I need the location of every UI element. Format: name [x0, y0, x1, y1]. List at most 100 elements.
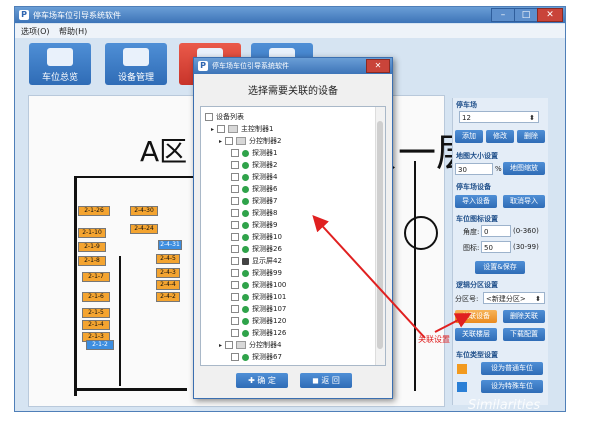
menu-options[interactable]: 选项(O) [21, 27, 50, 36]
parking-lot[interactable]: 2-4-2 [156, 292, 180, 302]
parking-lot[interactable]: 2-1-2 [86, 340, 114, 350]
tree-checkbox[interactable] [231, 293, 239, 301]
tree-checkbox[interactable] [231, 209, 239, 217]
tree-row[interactable]: 探测器10 [231, 232, 282, 242]
save-settings-button[interactable]: 设置&保存 [475, 261, 525, 274]
set-normal-spot-button[interactable]: 设为普通车位 [481, 362, 543, 375]
tree-checkbox[interactable] [231, 233, 239, 241]
tree-row[interactable]: 探测器9 [231, 220, 277, 230]
tree-row[interactable]: ▸主控制器1 [211, 124, 273, 134]
tree-checkbox[interactable] [225, 341, 233, 349]
tree-row[interactable]: 探测器120 [231, 316, 286, 326]
modify-button[interactable]: 修改 [486, 130, 514, 143]
tree-row[interactable]: 探测器1 [231, 148, 277, 158]
tree-row[interactable]: 探测器101 [231, 292, 286, 302]
tree-checkbox[interactable] [231, 305, 239, 313]
expand-arrow-icon[interactable]: ▸ [211, 126, 215, 133]
tree-checkbox[interactable] [231, 317, 239, 325]
expand-arrow-icon[interactable]: ▸ [219, 138, 223, 145]
tree-row[interactable]: ▸分控制器2 [219, 136, 281, 146]
tree-checkbox[interactable] [231, 149, 239, 157]
tree-row[interactable]: 探测器26 [231, 244, 282, 254]
device-tree[interactable]: 设备列表 ▸主控制器1 ▸分控制器2 探测器1 探测器2 探测器4 探测器6 探测器7 探测器8… [200, 106, 386, 366]
detector-icon [242, 269, 249, 277]
tree-row[interactable]: 探测器8 [231, 208, 277, 218]
tree-row[interactable]: 探测器99 [231, 268, 282, 278]
import-device-button[interactable]: 导入设备 [455, 195, 497, 208]
tree-checkbox[interactable] [231, 185, 239, 193]
tree-checkbox[interactable] [231, 161, 239, 169]
tree-checkbox[interactable] [231, 245, 239, 253]
tree-checkbox[interactable] [231, 257, 239, 265]
parking-lot-select[interactable]: 12 ⬍ [459, 111, 539, 123]
tree-row[interactable]: 探测器67 [231, 352, 282, 362]
parking-lot[interactable]: 2-1-5 [82, 308, 110, 318]
parking-lot[interactable]: 2-1-6 [82, 292, 110, 302]
parking-lot-value: 12 [462, 114, 471, 122]
tree-checkbox[interactable] [205, 113, 213, 121]
zone-select[interactable]: <新建分区> ⬍ [483, 292, 545, 304]
detector-icon [242, 245, 249, 253]
back-button[interactable]: ◼ 返 回 [300, 373, 352, 388]
tree-row[interactable]: 探测器4 [231, 172, 277, 182]
close-button[interactable]: ✕ [537, 8, 563, 22]
tree-row[interactable]: 显示屏42 [231, 256, 282, 266]
tree-checkbox[interactable] [231, 329, 239, 337]
delete-button[interactable]: 删除 [517, 130, 545, 143]
remove-link-button[interactable]: 删除关联 [503, 310, 545, 323]
menu-bar: 选项(O) 帮助(H) [15, 24, 565, 38]
parking-lot[interactable]: 2-1-4 [82, 320, 110, 330]
parking-lot[interactable]: 2-4-31 [158, 240, 182, 250]
map-zoom-button[interactable]: 地图缩放 [503, 162, 545, 175]
parking-lot[interactable]: 2-1-9 [78, 242, 106, 252]
parking-lot[interactable]: 2-1-10 [78, 228, 106, 238]
download-config-button[interactable]: 下载配置 [503, 328, 545, 341]
tree-checkbox[interactable] [217, 125, 225, 133]
tree-row[interactable]: 探测器7 [231, 196, 277, 206]
tree-checkbox[interactable] [231, 173, 239, 181]
parking-lot[interactable]: 2-1-7 [82, 272, 110, 282]
menu-help[interactable]: 帮助(H) [59, 27, 88, 36]
tree-row[interactable]: 探测器107 [231, 304, 286, 314]
set-special-spot-button[interactable]: 设为特殊车位 [481, 380, 543, 393]
icon-size-input[interactable]: 50 [481, 241, 511, 253]
cancel-import-button[interactable]: 取消导入 [503, 195, 545, 208]
map-title-left: A区 [140, 135, 188, 168]
tree-scrollbar[interactable] [375, 107, 385, 365]
tree-checkbox[interactable] [231, 221, 239, 229]
tree-row[interactable]: 探测器6 [231, 184, 277, 194]
tree-checkbox[interactable] [231, 269, 239, 277]
device-management-button[interactable]: 设备管理 [105, 43, 167, 85]
minimize-button[interactable]: – [491, 8, 515, 22]
tree-checkbox[interactable] [231, 281, 239, 289]
window-title: 停车场车位引导系统软件 [33, 11, 121, 20]
dialog-close-button[interactable]: ✕ [366, 59, 390, 73]
parking-lot[interactable]: 2-4-5 [156, 254, 180, 264]
tree-checkbox[interactable] [231, 197, 239, 205]
parking-lot[interactable]: 2-4-3 [156, 268, 180, 278]
parking-lot[interactable]: 2-4-30 [130, 206, 158, 216]
overview-button[interactable]: 车位总览 [29, 43, 91, 85]
parking-lot[interactable]: 2-4-4 [156, 280, 180, 290]
dialog-titlebar: P 停车场车位引导系统软件 ✕ [194, 58, 392, 74]
tree-row[interactable]: 探测器2 [231, 160, 277, 170]
link-device-button[interactable]: 关联设备 [455, 310, 497, 323]
parking-lot[interactable]: 2-4-24 [130, 224, 158, 234]
map-size-input[interactable]: 30 [455, 163, 493, 175]
scrollbar-thumb[interactable] [377, 121, 383, 349]
tree-checkbox[interactable] [231, 353, 239, 361]
tree-checkbox[interactable] [225, 137, 233, 145]
parking-lot[interactable]: 2-1-8 [78, 256, 106, 266]
ok-button[interactable]: ✚ 确 定 [236, 373, 288, 388]
maximize-button[interactable]: □ [514, 8, 538, 22]
add-button[interactable]: 添加 [455, 130, 483, 143]
tree-row[interactable]: 设备列表 [205, 112, 244, 122]
parking-lot[interactable]: 2-1-26 [78, 206, 110, 216]
tree-row[interactable]: 探测器100 [231, 280, 286, 290]
tree-row[interactable]: 探测器126 [231, 328, 286, 338]
angle-input[interactable]: 0 [481, 225, 511, 237]
tree-row[interactable]: ▸分控制器4 [219, 340, 281, 350]
link-floor-button[interactable]: 关联楼层 [455, 328, 497, 341]
map-size-label: 地图大小设置 [456, 152, 498, 160]
expand-arrow-icon[interactable]: ▸ [219, 342, 223, 349]
